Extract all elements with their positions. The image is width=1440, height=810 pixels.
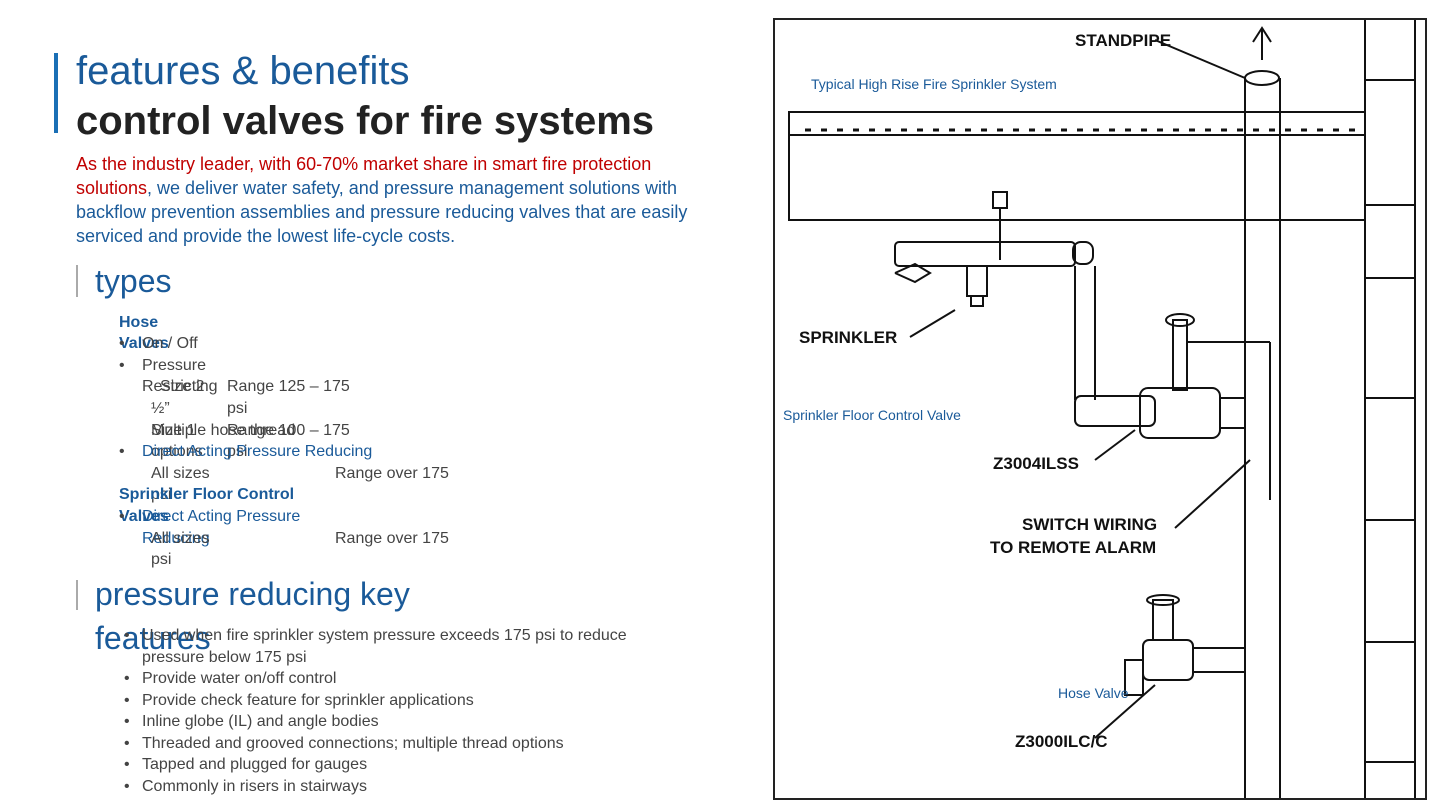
diagram-drawing: STANDPIPE SPRINKLER Z3004ILSS SWITCH WIR… [788, 20, 1416, 798]
list-item: Used when fire sprinkler system pressure… [120, 625, 680, 668]
list-item: Tapped and plugged for gauges [120, 754, 680, 776]
half-inch-text: ½” [151, 400, 170, 417]
direct-acting-text-2: Direct Acting Pressure [142, 508, 301, 525]
label-sprinkler: SPRINKLER [799, 328, 897, 347]
page-title: features & benefits [76, 49, 410, 93]
bullet-on-off: • [119, 335, 125, 352]
bullet-pressure: • [119, 357, 125, 374]
psi-text-3: psi [151, 486, 172, 503]
list-item: Inline globe (IL) and angle bodies [120, 711, 680, 733]
hose-valves-label-2: Valves [119, 335, 169, 352]
caption-floor-control-valve: Sprinkler Floor Control Valve [783, 407, 961, 423]
on-off-text: On / Off [142, 335, 198, 352]
sprinkler-system-diagram: STANDPIPE SPRINKLER Z3004ILSS SWITCH WIR… [773, 18, 1427, 800]
list-item: Commonly in risers in stairways [120, 776, 680, 798]
features-heading-1: pressure reducing key [95, 576, 410, 612]
options-text: options [151, 443, 203, 460]
range-100-175-text: Range 100 – 175 [227, 422, 350, 439]
list-item: Threaded and grooved connections; multip… [120, 733, 680, 755]
sprinkler-valves-label-1: Sprinkler Floor Control [119, 486, 295, 503]
sprinkler-valves-label-2: Valves [119, 508, 169, 525]
features-section-bar [76, 580, 78, 610]
caption-system: Typical High Rise Fire Sprinkler System [811, 76, 1057, 92]
label-switch-wiring-1: SWITCH WIRING [1022, 515, 1157, 534]
hose-valves-label-1: Hose [119, 314, 159, 331]
range-125-175-text: Range 125 – 175 [227, 378, 350, 395]
label-standpipe: STANDPIPE [1075, 31, 1171, 50]
title-accent-bar [54, 53, 58, 133]
list-item: Provide water on/off control [120, 668, 680, 690]
size-2-text: Size 2 [160, 378, 205, 395]
bullet-direct-acting: • [119, 443, 125, 460]
key-features-list: Used when fire sprinkler system pressure… [120, 625, 680, 797]
types-heading: types [95, 263, 172, 299]
intro-paragraph: As the industry leader, with 60-70% mark… [76, 152, 726, 248]
all-sizes-text-1: All sizes [151, 465, 210, 482]
size-1-text: Size 1 [151, 422, 196, 439]
reducing-text: Reducing [142, 530, 210, 547]
page-subtitle: control valves for fire systems [76, 99, 655, 143]
psi-text-4: psi [151, 551, 172, 568]
types-section-bar [76, 265, 78, 297]
range-over-175-text-1: Range over 175 [335, 465, 449, 482]
psi-text-1: psi [227, 400, 248, 417]
multiple-hose-thread-text: Multiple hose thread [151, 422, 296, 439]
direct-acting-prv-text: Direct Acting Pressure Reducing [142, 443, 373, 460]
pressure-text: Pressure [142, 357, 207, 374]
label-model-z3000ilcc: Z3000ILC/C [1015, 732, 1108, 751]
psi-text-2: psi [227, 443, 248, 460]
restricting-text: Restricting [142, 378, 218, 395]
intro-highlight: As the industry leader, with 60-70% mark… [76, 154, 652, 198]
intro-rest: , we deliver water safety, and pressure … [76, 178, 688, 246]
label-switch-wiring-2: TO REMOTE ALARM [990, 538, 1156, 557]
list-item: Provide check feature for sprinkler appl… [120, 690, 680, 712]
caption-hose-valve: Hose Valve [1058, 685, 1129, 701]
all-sizes-text-2: All sizes [151, 530, 210, 547]
bullet-sprinkler-direct: • [119, 508, 125, 525]
range-over-175-text-2: Range over 175 [335, 530, 449, 547]
label-model-z3004ilss: Z3004ILSS [993, 454, 1079, 473]
